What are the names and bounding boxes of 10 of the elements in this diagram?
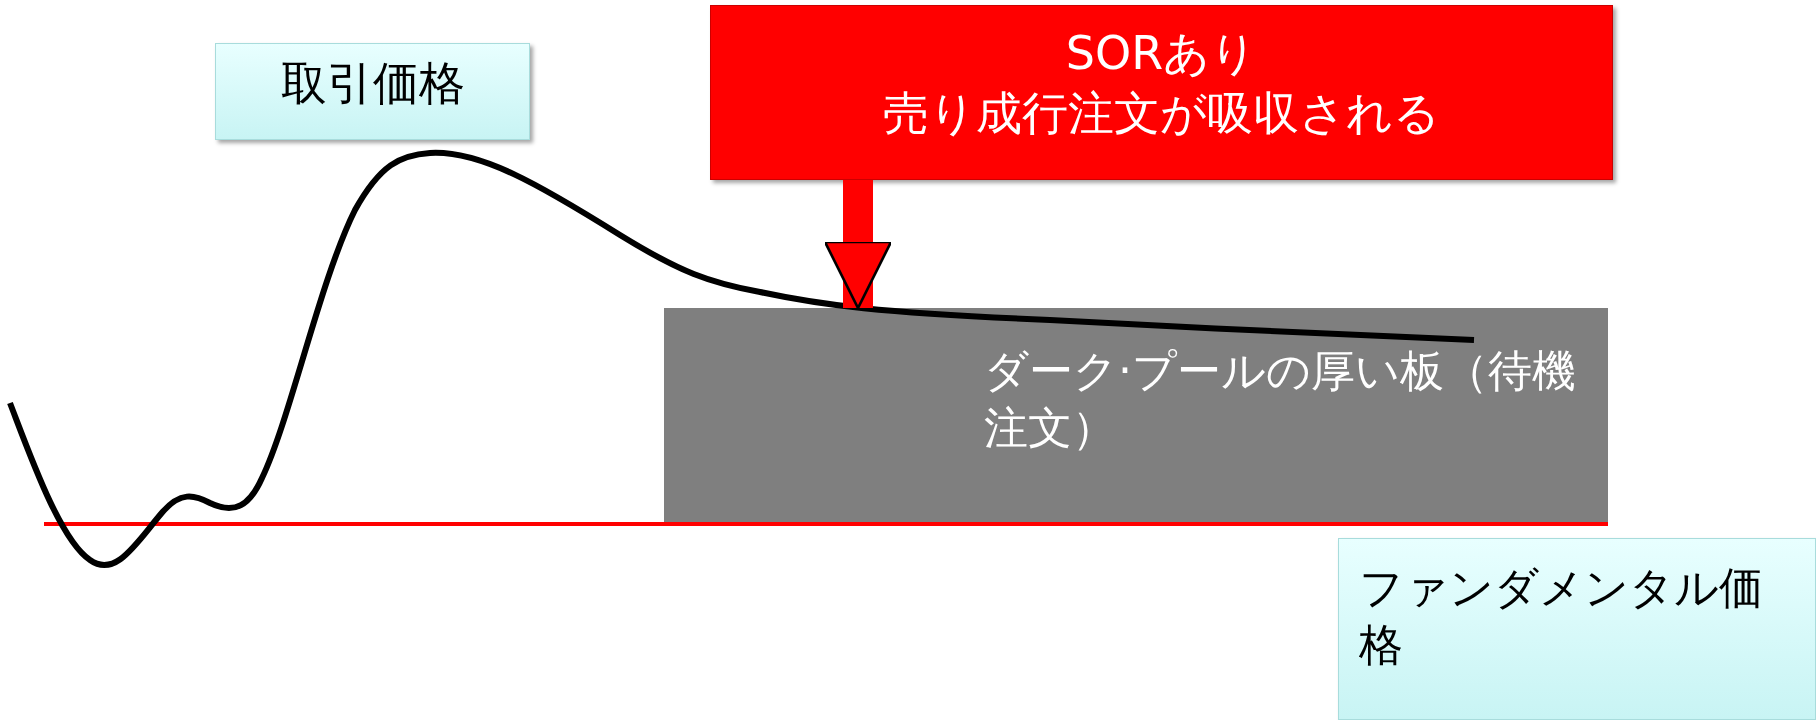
- label-text: SORあり: [1064, 25, 1259, 82]
- label-text: 売り成行注文が吸収される: [882, 84, 1441, 142]
- callout-box: [710, 5, 1613, 180]
- block-arrow: [823, 180, 893, 310]
- label-text: ファンダメンタル価格: [1359, 561, 1764, 673]
- label-text: 取引価格: [279, 55, 466, 112]
- price-label-box: [215, 43, 530, 140]
- label-text: ダーク·プールの厚い板（待機注文）: [984, 344, 1577, 456]
- price-label-box: [1338, 538, 1816, 720]
- order-book-box: [664, 308, 1608, 522]
